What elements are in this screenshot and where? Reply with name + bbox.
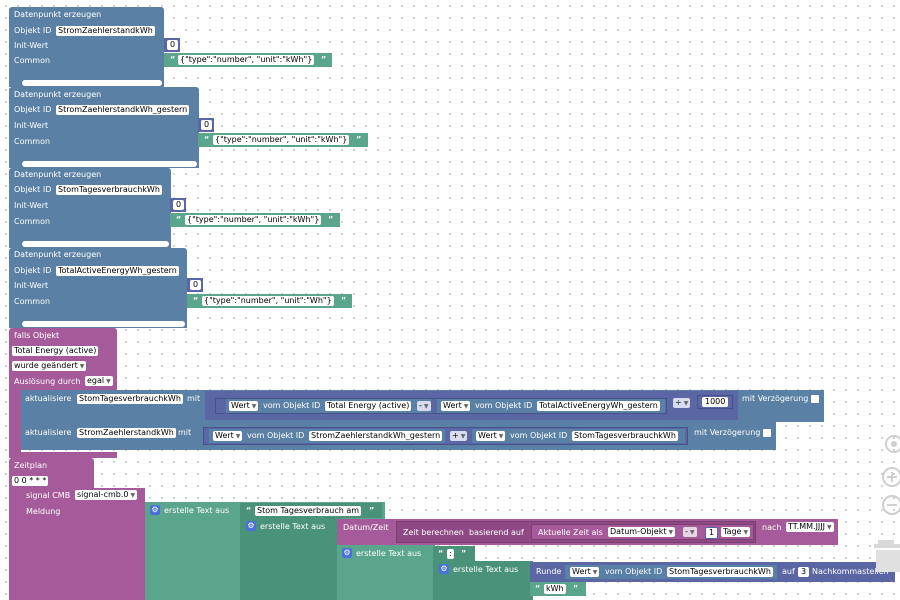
datapoint-1-header: Datenpunkt erzeugen — [14, 10, 102, 19]
datapoint-3-id-label: Objekt ID — [14, 185, 52, 194]
gear-icon[interactable]: ⚙ — [150, 505, 160, 515]
update-2-object-field-1[interactable]: StromZaehlerstandkWh_gestern — [309, 431, 443, 441]
update-2-label: aktualisiere — [25, 428, 72, 437]
datapoint-1-init-value[interactable]: 0 — [167, 40, 179, 50]
datapoint-4-init-value[interactable]: 0 — [190, 280, 202, 290]
string-field-colon[interactable]: : — [447, 549, 454, 559]
gear-icon[interactable]: ⚙ — [342, 548, 352, 558]
update-1-minus-operator[interactable]: -▼ — [417, 401, 431, 411]
datapoint-3-init-value[interactable]: 0 — [173, 200, 185, 210]
trigger-value-dropdown[interactable]: egal▼ — [85, 376, 113, 386]
trigger-changed-dropdown[interactable]: wurde geändert▼ — [12, 361, 87, 371]
datapoint-1-common-label: Common — [14, 56, 51, 65]
update-1-divisor-value[interactable]: 1000 — [702, 397, 729, 407]
trigger-label: Auslösung durch — [14, 377, 81, 386]
text-join-3[interactable] — [337, 545, 435, 600]
recenter-icon[interactable] — [884, 434, 900, 454]
datapoint-2-init-label: Init-Wert — [14, 121, 49, 130]
datetime-days-value[interactable]: 1 — [705, 527, 719, 539]
string-field-unit[interactable]: kWh — [544, 584, 566, 594]
datapoint-2-common-label: Common — [14, 137, 51, 146]
round-object-field[interactable]: StomTagesverbrauchkWh — [667, 567, 773, 577]
gear-icon[interactable]: ⚙ — [246, 521, 256, 531]
signal-block[interactable] — [21, 488, 145, 600]
update-1-object-field-2[interactable]: TotalActiveEnergyWh_gestern — [537, 401, 660, 411]
datapoint-3-common-field[interactable]: {"type":"number", "unit":"kWh"} — [185, 215, 322, 225]
zoom-in-icon[interactable] — [882, 467, 900, 487]
datapoint-block-1[interactable] — [9, 7, 164, 79]
datapoint-1-id-field[interactable]: StromZaehlerstandkWh — [56, 26, 155, 36]
datapoint-3-init-label: Init-Wert — [14, 201, 49, 210]
datapoint-4-id-label: Objekt ID — [14, 266, 52, 275]
datapoint-1-common-field[interactable]: {"type":"number", "unit":"kWh"} — [178, 55, 315, 65]
zoom-out-icon[interactable] — [882, 495, 900, 515]
datapoint-2-id-label: Objekt ID — [14, 105, 52, 114]
datetime-unit-dropdown[interactable]: Tage▼ — [721, 527, 751, 537]
datetime-type-dropdown[interactable]: Datum-Objekt▼ — [608, 527, 676, 537]
trigger-header: falls Objekt — [14, 331, 60, 340]
datapoint-4-header: Datenpunkt erzeugen — [14, 250, 102, 259]
datapoint-block-2[interactable] — [9, 87, 199, 160]
datapoint-1-id-label: Objekt ID — [14, 26, 52, 35]
update-1-object-field-1[interactable]: Total Energy (active) — [325, 401, 412, 411]
update-2-value-dropdown-1[interactable]: Wert▼ — [213, 431, 243, 441]
update-1-divide-operator[interactable]: ÷▼ — [673, 398, 691, 408]
datapoint-4-common-label: Common — [14, 297, 51, 306]
datapoint-1-init-label: Init-Wert — [14, 41, 49, 50]
datapoint-4-init-label: Init-Wert — [14, 281, 49, 290]
meldung-label: Meldung — [26, 507, 61, 516]
trigger-object-field[interactable]: Total Energy (active) — [12, 346, 99, 356]
datetime-op-dropdown[interactable]: -▼ — [683, 527, 697, 537]
string-field-1[interactable]: Stom Tagesverbrauch am — [255, 506, 362, 516]
update-1-target-field[interactable]: StomTagesverbrauchkWh — [77, 394, 183, 404]
datapoint-3-header: Datenpunkt erzeugen — [14, 170, 102, 179]
update-1-delay-checkbox[interactable] — [811, 395, 819, 403]
update-2-object-field-2[interactable]: StomTagesverbrauchkWh — [572, 431, 678, 441]
signal-label: signal CMB — [26, 491, 71, 500]
datapoint-2-id-field[interactable]: StromZaehlerstandkWh_gestern — [56, 105, 190, 115]
trash-icon[interactable] — [872, 538, 900, 572]
datapoint-3-id-field[interactable]: StomTagesverbrauchkWh — [56, 185, 162, 195]
datapoint-3-common-label: Common — [14, 217, 51, 226]
datapoint-4-common-field[interactable]: {"type":"number", "unit":"Wh"} — [202, 296, 334, 306]
signal-dropdown[interactable]: signal-cmb.0▼ — [75, 490, 138, 500]
datapoint-4-id-field[interactable]: TotalActiveEnergyWh_gestern — [56, 266, 179, 276]
update-2-plus-operator[interactable]: +▼ — [450, 431, 468, 441]
update-1-value-dropdown-1[interactable]: Wert▼ — [229, 401, 259, 411]
round-decimals-value[interactable]: 3 — [798, 567, 810, 577]
schedule-header: Zeitplan — [14, 461, 48, 470]
round-value-dropdown[interactable]: Wert▼ — [570, 567, 600, 577]
datapoint-block-3[interactable] — [9, 168, 171, 240]
schedule-cron-field[interactable]: 0 0 * * * — [12, 476, 49, 486]
update-1-label: aktualisiere — [25, 394, 72, 403]
text-join-2[interactable] — [240, 518, 340, 600]
datapoint-2-header: Datenpunkt erzeugen — [14, 90, 102, 99]
update-2-delay-checkbox[interactable] — [763, 429, 771, 437]
update-2-target-field[interactable]: StromZaehlerstandkWh — [77, 428, 176, 438]
datapoint-2-common-field[interactable]: {"type":"number", "unit":"kWh"} — [213, 135, 350, 145]
update-1-value-dropdown-2[interactable]: Wert▼ — [441, 401, 471, 411]
text-join-4[interactable] — [433, 561, 533, 600]
datapoint-block-4[interactable] — [9, 248, 187, 320]
update-2-value-dropdown-2[interactable]: Wert▼ — [476, 431, 506, 441]
datapoint-2-init-value[interactable]: 0 — [201, 120, 213, 130]
gear-icon[interactable]: ⚙ — [439, 564, 449, 574]
datetime-format-dropdown[interactable]: TT.MM.JJJJ▼ — [786, 522, 834, 532]
